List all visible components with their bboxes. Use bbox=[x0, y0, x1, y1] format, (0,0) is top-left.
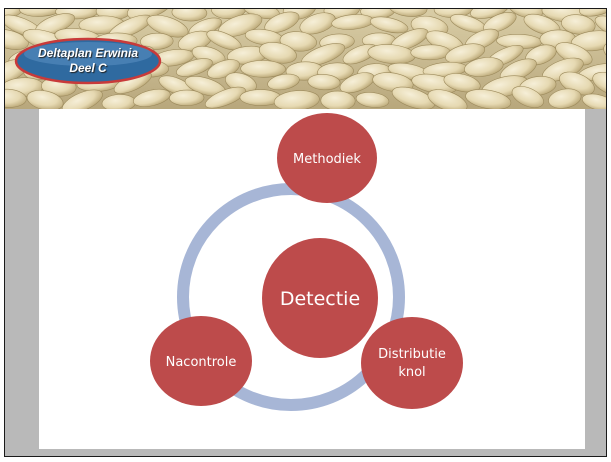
diagram-panel: Methodiek Distributie knol Nacontrole De… bbox=[39, 109, 585, 449]
potato bbox=[132, 88, 171, 107]
potato bbox=[443, 73, 481, 93]
node-nacontrole: Nacontrole bbox=[150, 316, 252, 406]
node-nacontrole-label: Nacontrole bbox=[166, 355, 237, 370]
potato bbox=[240, 60, 286, 78]
title-badge: Deltaplan Erwinia Deel C bbox=[14, 37, 162, 85]
badge-line-2: Deel C bbox=[69, 61, 107, 75]
potato bbox=[171, 9, 208, 22]
potato bbox=[299, 12, 336, 35]
potato bbox=[26, 90, 64, 109]
potato bbox=[483, 12, 517, 33]
potato bbox=[427, 89, 468, 109]
slide: Deltaplan Erwinia Deel C Methodiek Distr… bbox=[4, 8, 607, 457]
node-distributie-line2: knol bbox=[398, 365, 425, 380]
potato bbox=[355, 91, 390, 108]
potato-header-banner: Deltaplan Erwinia Deel C bbox=[5, 9, 606, 109]
potato bbox=[369, 16, 409, 34]
potato bbox=[5, 29, 29, 50]
potato bbox=[511, 86, 544, 108]
potato bbox=[388, 9, 428, 17]
potato bbox=[18, 9, 66, 17]
potato bbox=[267, 73, 300, 91]
potato bbox=[176, 58, 213, 77]
potato bbox=[603, 41, 606, 65]
node-detectie: Detectie bbox=[262, 238, 378, 358]
potato bbox=[169, 89, 205, 107]
potato bbox=[464, 57, 504, 77]
potato bbox=[445, 43, 486, 64]
potato bbox=[581, 93, 606, 109]
potato bbox=[204, 86, 246, 109]
potato bbox=[579, 9, 606, 17]
potato bbox=[561, 14, 596, 35]
potato bbox=[594, 15, 606, 40]
potato bbox=[507, 9, 544, 19]
potato bbox=[61, 89, 103, 109]
potato bbox=[140, 32, 174, 50]
potato bbox=[320, 90, 356, 109]
potato bbox=[391, 86, 436, 109]
potato bbox=[307, 74, 341, 91]
badge-line-1: Deltaplan Erwinia bbox=[37, 46, 139, 60]
node-methodiek-label: Methodiek bbox=[293, 152, 361, 167]
cycle-diagram: Methodiek Distributie knol Nacontrole De… bbox=[150, 113, 463, 411]
potato bbox=[264, 11, 300, 33]
potato bbox=[273, 90, 320, 109]
potato bbox=[548, 88, 582, 109]
node-detectie-label: Detectie bbox=[280, 288, 360, 310]
potato bbox=[211, 9, 247, 20]
potato bbox=[5, 88, 27, 108]
node-distributie-line1: Distributie bbox=[378, 347, 446, 362]
node-distributie-knol: Distributie knol bbox=[361, 317, 463, 409]
potato bbox=[465, 89, 512, 109]
node-methodiek: Methodiek bbox=[277, 113, 377, 203]
potato bbox=[592, 72, 606, 96]
